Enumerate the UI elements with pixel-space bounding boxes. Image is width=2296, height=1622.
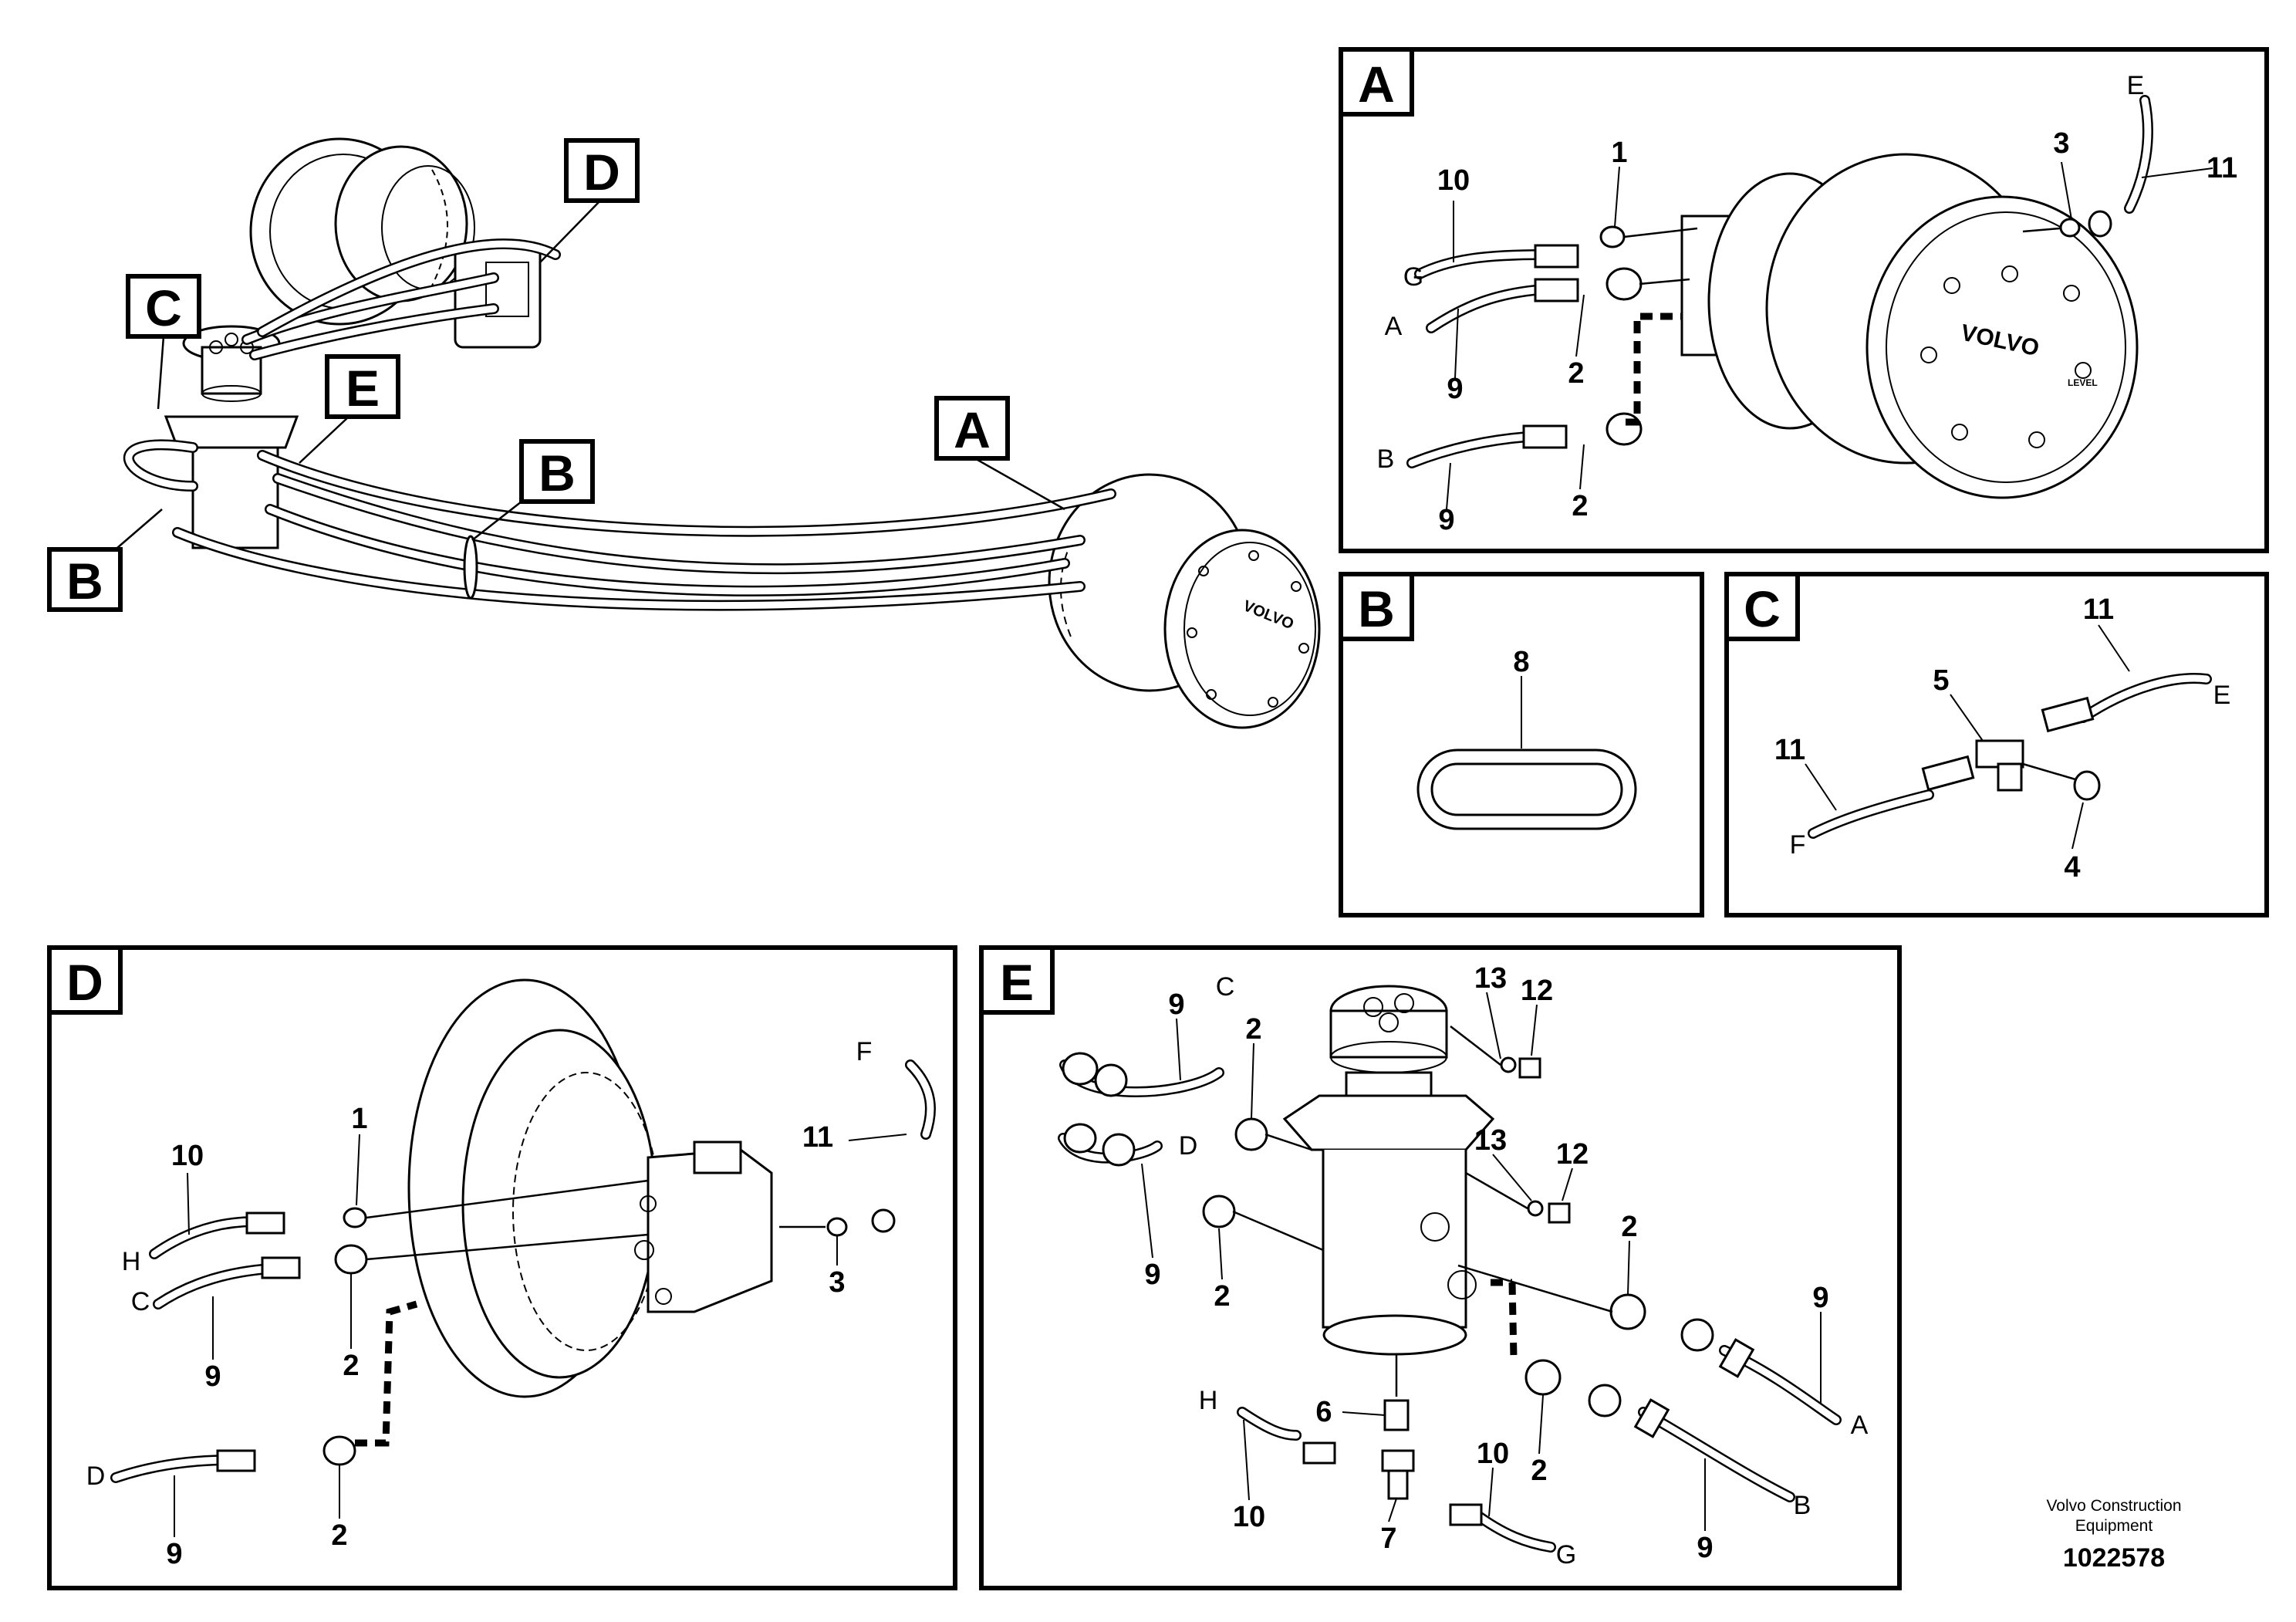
panel-d-hose-letter: H: [122, 1247, 141, 1276]
panel-e-hose-letter: H: [1199, 1386, 1218, 1415]
panel-d-travel-motor: [407, 978, 773, 1398]
panel-e-tag: E: [1000, 954, 1034, 1011]
svg-text:E: E: [346, 360, 380, 417]
detail-panel-b: B 8: [1339, 572, 1704, 917]
credit-line-2: Equipment: [2075, 1517, 2153, 1535]
panel-a-callout: 1: [1611, 137, 1627, 169]
panel-e-callout: 12: [1556, 1138, 1589, 1171]
panel-c-callout: 5: [1933, 664, 1949, 697]
detail-panel-a: A VOLVO LEVEL: [1339, 47, 2269, 553]
panel-a-travel-motor: VOLVO LEVEL: [1680, 153, 2139, 499]
overview-tag-c: C: [126, 274, 201, 339]
panel-e-callout: 2: [1621, 1211, 1637, 1243]
panel-a-callout: 10: [1437, 164, 1470, 197]
panel-b-callout: 8: [1513, 646, 1529, 678]
panel-a-callout: 2: [1572, 490, 1588, 522]
svg-text:D: D: [583, 144, 620, 201]
overview-tag-a: A: [934, 396, 1010, 461]
swivel-joint: [164, 325, 299, 549]
panel-e-callout: 2: [1245, 1013, 1261, 1046]
panel-d-callout: 11: [802, 1121, 833, 1154]
panel-d-hose-letter: D: [86, 1461, 106, 1491]
panel-c-callout: 4: [2064, 851, 2080, 884]
panel-c-tag: C: [1744, 580, 1781, 637]
panel-a-level-mark: LEVEL: [2068, 377, 2098, 388]
panel-a-hose-letter: B: [1377, 444, 1395, 474]
overview-tag-b: B: [47, 547, 123, 612]
panel-e-callout: 9: [1168, 988, 1184, 1021]
panel-a-callout: 2: [1568, 357, 1584, 390]
panel-e-hose-letter: D: [1179, 1131, 1198, 1161]
panel-e-hose-letter: B: [1794, 1491, 1811, 1520]
panel-a-hose-letter: G: [1403, 262, 1423, 292]
credit-line-1: Volvo Construction: [2046, 1497, 2181, 1515]
detail-panel-c: C 11 5 11 4 E F: [1724, 572, 2269, 917]
panel-a-hose-letter: E: [2127, 71, 2145, 100]
panel-d-tag: D: [66, 954, 103, 1011]
panel-e-callout: 13: [1474, 1124, 1507, 1157]
tee-fitting: [1381, 1449, 1415, 1472]
panel-e-callout: 9: [1144, 1259, 1160, 1291]
panel-e-callout: 10: [1233, 1501, 1265, 1533]
panel-a-callout: 3: [2053, 127, 2069, 160]
panel-d-callout: 9: [166, 1538, 182, 1570]
panel-d-callout: 10: [171, 1140, 204, 1172]
panel-a-callout: 11: [2207, 152, 2237, 184]
svg-text:B: B: [66, 552, 103, 610]
panel-e-hose-letter: A: [1851, 1411, 1869, 1440]
overview-assembly: VOLVO: [47, 137, 1321, 729]
panel-e-swivel-joint: [1282, 985, 1495, 1356]
panel-c-hose-letter: F: [1790, 830, 1806, 860]
panel-d-callout: 3: [829, 1266, 845, 1299]
panel-e-hose-letter: G: [1556, 1540, 1576, 1570]
panel-a-hose-letter: A: [1385, 312, 1403, 341]
panel-c-callout: 11: [1774, 734, 1805, 766]
panel-e-callout: 9: [1812, 1282, 1828, 1314]
panel-e-callout: 9: [1697, 1532, 1713, 1564]
panel-d-hose-letter: C: [131, 1287, 150, 1316]
detail-panel-d: D: [47, 945, 957, 1590]
overview-tag-d: D: [564, 138, 640, 203]
panel-e-hose-letter: C: [1216, 972, 1235, 1002]
panel-c-callout: 11: [2083, 593, 2114, 626]
footer: Volvo Construction Equipment 1022578: [2046, 1497, 2181, 1573]
panel-e-callout: 2: [1531, 1455, 1547, 1487]
panel-a-callout: 9: [1438, 504, 1454, 536]
svg-text:B: B: [539, 444, 576, 502]
panel-b-tag: B: [1358, 580, 1395, 637]
overview-hoses: [123, 238, 1116, 611]
document-number: 1022578: [2063, 1543, 2165, 1573]
panel-a-callout: 9: [1447, 373, 1463, 405]
detail-panel-e: E: [979, 945, 1902, 1590]
adapter-fitting: [1383, 1399, 1410, 1431]
front-travel-motor: VOLVO: [1048, 473, 1321, 729]
panel-d-callout: 2: [331, 1519, 347, 1552]
panel-d-hose-letter: F: [856, 1037, 873, 1066]
panel-d-callout: 1: [351, 1103, 367, 1135]
overview-tag-e: E: [325, 354, 400, 419]
panel-e-callout: 10: [1477, 1438, 1509, 1470]
panel-d-callout: 2: [343, 1350, 359, 1382]
panel-e-callout: 12: [1521, 975, 1553, 1007]
svg-text:A: A: [954, 401, 991, 458]
panel-d-callout: 9: [204, 1360, 221, 1393]
overview-hose-clamp: [463, 535, 478, 600]
rear-travel-motor: [249, 137, 542, 349]
panel-a-tag: A: [1358, 56, 1395, 113]
svg-text:C: C: [145, 279, 182, 336]
panel-e-callout: 13: [1474, 962, 1507, 995]
panel-c-hose-letter: E: [2213, 681, 2231, 710]
panel-e-callout: 6: [1315, 1396, 1332, 1428]
panel-e-callout: 2: [1214, 1280, 1230, 1313]
panel-e-callout: 7: [1380, 1522, 1396, 1555]
overview-tag-b-clamp: B: [519, 439, 595, 504]
